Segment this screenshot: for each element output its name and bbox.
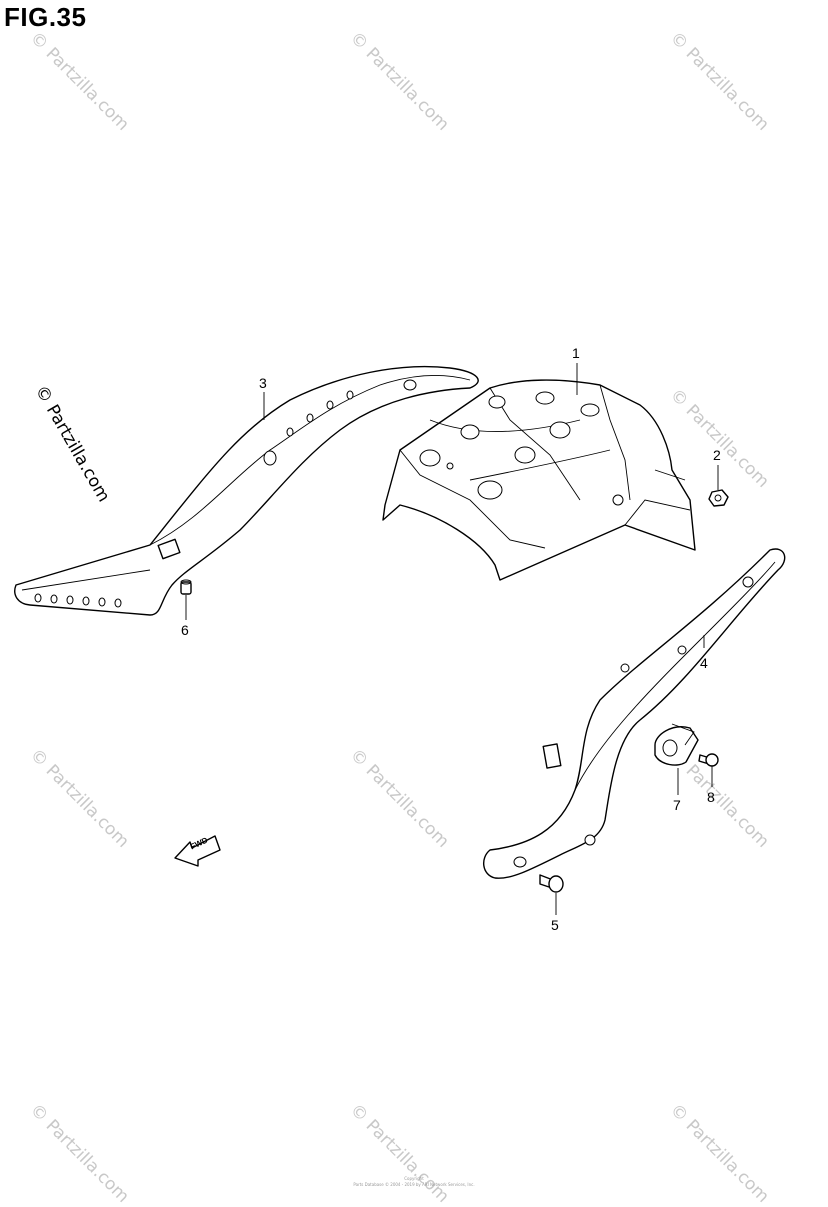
leader-lines bbox=[185, 363, 719, 915]
left-grab-rail[interactable] bbox=[14, 365, 479, 616]
callout-8: 8 bbox=[707, 789, 715, 805]
callout-3: 3 bbox=[259, 375, 267, 391]
rear-carrier-base[interactable] bbox=[382, 379, 696, 581]
bolt-5[interactable] bbox=[539, 874, 564, 893]
screw-8[interactable] bbox=[698, 753, 719, 767]
nut-6[interactable] bbox=[180, 579, 192, 595]
callout-1: 1 bbox=[572, 345, 580, 361]
callout-4: 4 bbox=[700, 655, 708, 671]
clamp-7[interactable] bbox=[654, 723, 699, 766]
callout-7: 7 bbox=[673, 797, 681, 813]
callout-6: 6 bbox=[181, 622, 189, 638]
right-grab-rail[interactable] bbox=[483, 548, 786, 879]
callout-2: 2 bbox=[713, 447, 721, 463]
fwd-arrow-icon bbox=[174, 835, 221, 867]
figure-title: FIG.35 bbox=[4, 2, 87, 32]
nut-2[interactable] bbox=[708, 489, 729, 507]
footer-line-1: Copyright bbox=[404, 1176, 424, 1181]
footer-line-2: Parts Database © 2004 - 2019 by ARI Netw… bbox=[353, 1182, 475, 1187]
callout-5: 5 bbox=[551, 917, 559, 933]
